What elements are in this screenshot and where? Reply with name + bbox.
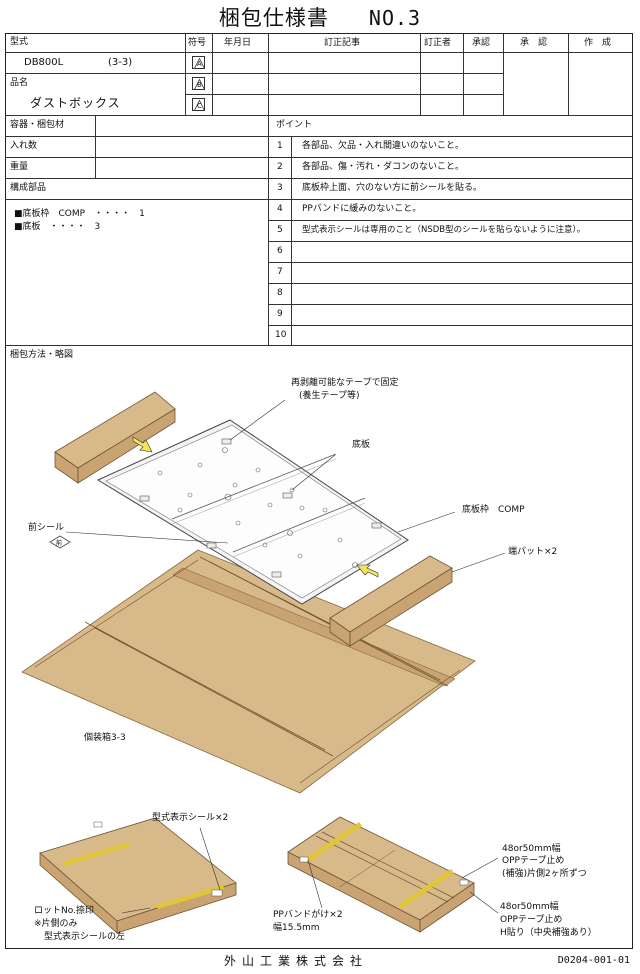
revision-mark-b-icon: B [192,77,206,90]
pp-band-label-2: 幅15.5mm [273,923,320,933]
bottom-plate-label: 底板 [352,440,371,450]
point-number: 5 [277,225,283,235]
front-seal-icon [49,535,71,549]
packing-diagram: 前 [21,391,506,934]
point-text: PPバンドに緩みのないこと。 [302,204,422,214]
point-number: 2 [277,162,283,172]
point-number: 3 [277,183,283,193]
point-number: 10 [275,330,287,340]
revision-mark-a-icon: A [192,56,206,69]
footer-code: D0204-001-01 [557,955,630,966]
parts-label: 構成部品 [10,183,47,193]
point-number: 6 [277,246,283,256]
svg-text:前: 前 [56,539,62,547]
tape-a-label-2: OPPテープ止め [502,856,565,866]
tape-b-label-2: OPPテープ止め [500,915,563,925]
point-text: 各部品、傷・汚れ・ダコンのないこと。 [302,162,465,172]
tape-b-label-1: 48or50mm幅 [500,902,559,912]
lot-label-3: 型式表示シールの左 [44,932,126,942]
col-mark: 符号 [188,38,207,48]
col-creator: 作 成 [584,38,612,48]
col-revision: 訂正記事 [324,38,361,48]
spec-sheet-frame [5,33,633,949]
revision-mark-c-icon: C [192,98,206,111]
document-title: 梱包仕様書 NO.3 [0,2,640,32]
tape-a-label-3: (補強)片側2ヶ所ずつ [502,869,587,879]
box-label: 個装箱3-3 [84,733,126,743]
footer-company: 外山工業株式会社 [224,954,369,968]
col-approval: 承 認 [520,38,548,48]
tape-b-label-3: H貼り（中央補強あり） [500,928,597,938]
point-text: 型式表示シールは専用のこと（NSDB型のシールを貼らないように注意）。 [302,225,586,235]
pp-band-label-1: PPバンドがけ×2 [273,910,343,920]
model-suffix: (3-3) [108,57,133,68]
arrow-icon [356,564,379,578]
model-seal-label: 型式表示シール×2 [152,813,229,823]
product-value: ダストボックス [30,96,121,110]
front-seal-label: 前シール [28,523,65,533]
document-number: NO.3 [368,6,422,30]
product-label: 品名 [10,78,29,88]
title-text: 梱包仕様書 [218,6,329,30]
spec-container-label: 容器・梱包材 [10,120,65,130]
point-text: 各部品、欠品・入れ間違いのないこと。 [302,141,465,151]
arrow-icon [132,436,153,453]
model-value: DB800L [24,57,64,68]
tape-note-2: (養生テープ等) [299,391,360,401]
end-pad-label: 端パット×2 [508,547,558,557]
part-item: ■底板 ・・・・ 3 [14,222,101,232]
point-text: 底板枠上面、穴のない方に前シールを貼る。 [302,183,483,193]
bottom-frame-label: 底板枠 COMP [462,505,525,515]
part-item: ■底板枠 COMP ・・・・ 1 [14,209,145,219]
lot-label-2: ※片側のみ [34,919,78,929]
point-number: 7 [277,267,283,277]
col-approver: 承認 [472,38,491,48]
point-number: 1 [277,141,283,151]
spec-weight-label: 重量 [10,162,29,172]
spec-quantity-label: 入れ数 [10,141,38,151]
lot-label-1: ロットNo.捺印 [34,906,94,916]
points-label: ポイント [276,120,313,130]
tape-note-1: 再剥離可能なテープで固定 [291,378,399,388]
col-reviser: 訂正者 [424,38,452,48]
point-number: 8 [277,288,283,298]
tape-a-label-1: 48or50mm幅 [502,844,561,854]
point-number: 4 [277,204,283,214]
diagram-section-label: 梱包方法・略図 [10,350,74,360]
point-number: 9 [277,309,283,319]
model-label: 型式 [10,37,29,47]
col-date: 年月日 [224,38,252,48]
